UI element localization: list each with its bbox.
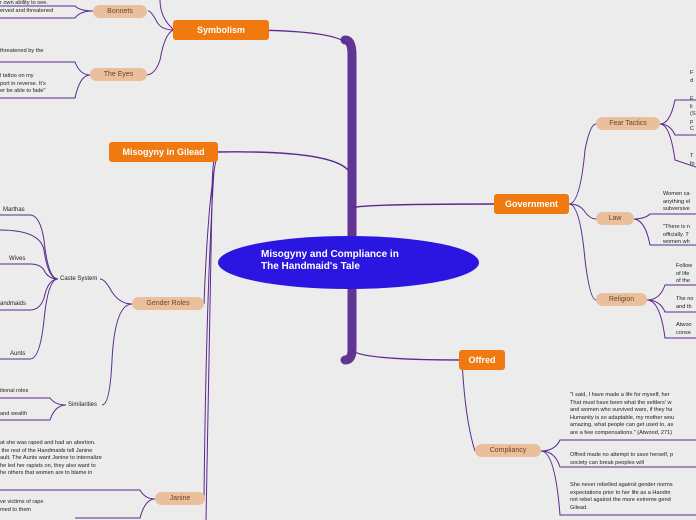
note-janine-2: ve victims of rape med to them xyxy=(0,499,44,513)
link-gender-similar xyxy=(101,303,133,406)
note-compliancy-3: She never rebelled against gender norms … xyxy=(570,482,673,511)
branch-symbolism[interactable]: Symbolism xyxy=(173,20,269,40)
trunk-line-to-misogyny xyxy=(215,151,349,171)
link-bonnets-note2 xyxy=(0,10,94,19)
note-fear-2: E li (S p C xyxy=(690,96,696,133)
link-similar-wealth xyxy=(0,404,67,421)
link-symbolism-eyes xyxy=(145,29,175,76)
link-law-1 xyxy=(632,213,696,220)
subtopic-gender-roles[interactable]: Gender Roles xyxy=(132,297,204,310)
link-similar-roles xyxy=(0,397,67,406)
link-compliancy-1 xyxy=(540,439,696,452)
trunk-line xyxy=(340,35,357,365)
note-eyes-2: l tattoo on my port in reverse. It's er … xyxy=(0,73,46,95)
trunk-line-to-offred xyxy=(351,349,463,361)
link-law-2 xyxy=(632,218,696,246)
branch-government[interactable]: Government xyxy=(494,194,569,214)
note-religion-3: Atwoo conse xyxy=(676,322,692,336)
note-bonnets: r own ability to see. erved and threaten… xyxy=(0,0,54,14)
link-eyes-note2 xyxy=(0,74,91,99)
note-similarities-2: and wealth xyxy=(0,411,28,417)
central-topic-line2: The Handmaid's Tale xyxy=(261,261,360,272)
note-similarities-1: itional roles xyxy=(0,388,29,394)
label-aunts[interactable]: Aunts xyxy=(10,351,26,357)
label-caste-system[interactable]: Caste System xyxy=(60,276,98,282)
label-wives[interactable]: Wives xyxy=(9,256,26,262)
branch-offred[interactable]: Offred xyxy=(459,350,505,370)
subtopic-bonnets[interactable]: Bonnets xyxy=(93,5,147,18)
note-law-1: Women ca anything el subversive xyxy=(663,191,691,213)
link-caste-wives xyxy=(0,263,59,280)
subtopic-janine[interactable]: Janine xyxy=(155,492,205,505)
link-offred-compliancy xyxy=(461,359,476,452)
subtopic-compliancy[interactable]: Compliancy xyxy=(475,444,541,457)
label-similarities[interactable]: Similarities xyxy=(68,402,98,408)
subtopic-the-eyes[interactable]: The Eyes xyxy=(90,68,147,81)
link-janine-note1 xyxy=(0,489,156,500)
link-caste-extra xyxy=(0,229,59,280)
link-janine-note2 xyxy=(75,498,156,519)
link-symbolism-top xyxy=(159,0,175,31)
link-misogyny-down xyxy=(205,151,217,520)
label-marthas[interactable]: Marthas xyxy=(3,207,25,213)
trunk-line-to-government xyxy=(351,203,497,209)
note-eyes-1: threatened by the xyxy=(0,48,44,54)
subtopic-fear-tactics[interactable]: Fear Tactics xyxy=(596,117,660,130)
central-topic-line1: Misogyny and Compliance in xyxy=(261,249,399,260)
link-symbolism-bonnets xyxy=(147,10,175,31)
note-fear-3: T fo xyxy=(690,153,695,167)
central-topic[interactable]: Misogyny and Compliance in The Handmaid'… xyxy=(218,236,479,289)
note-compliancy-1: "I said, I have made a life for myself, … xyxy=(570,392,675,436)
link-caste-marthas xyxy=(0,214,59,280)
note-religion-1: Follow of life of the xyxy=(676,263,693,285)
link-gov-fear xyxy=(568,123,597,205)
link-misogyny-janine xyxy=(203,169,215,500)
note-compliancy-2: Offred made no attempt to save herself, … xyxy=(570,452,674,466)
link-gov-religion xyxy=(568,203,597,301)
link-fear-3 xyxy=(659,123,696,168)
link-compliancy-3 xyxy=(540,450,696,516)
note-religion-2: The no and th xyxy=(676,296,694,310)
label-handmaids[interactable]: andmaids xyxy=(0,301,27,307)
link-religion-3 xyxy=(646,299,696,339)
link-gov-law xyxy=(568,203,597,220)
subtopic-religion[interactable]: Religion xyxy=(596,293,647,306)
link-caste-aunts xyxy=(0,278,59,360)
link-gender-caste xyxy=(99,278,133,305)
note-fear-1: F d xyxy=(690,70,694,84)
note-law-2: "There is n officially. T women wh xyxy=(663,224,690,246)
subtopic-law[interactable]: Law xyxy=(596,212,634,225)
link-caste-handmaids xyxy=(0,278,59,311)
note-janine-1: at she was raped and had an abortion. th… xyxy=(0,440,102,477)
branch-misogyny-in-gilead[interactable]: Misogyny in Gilead xyxy=(109,142,218,162)
